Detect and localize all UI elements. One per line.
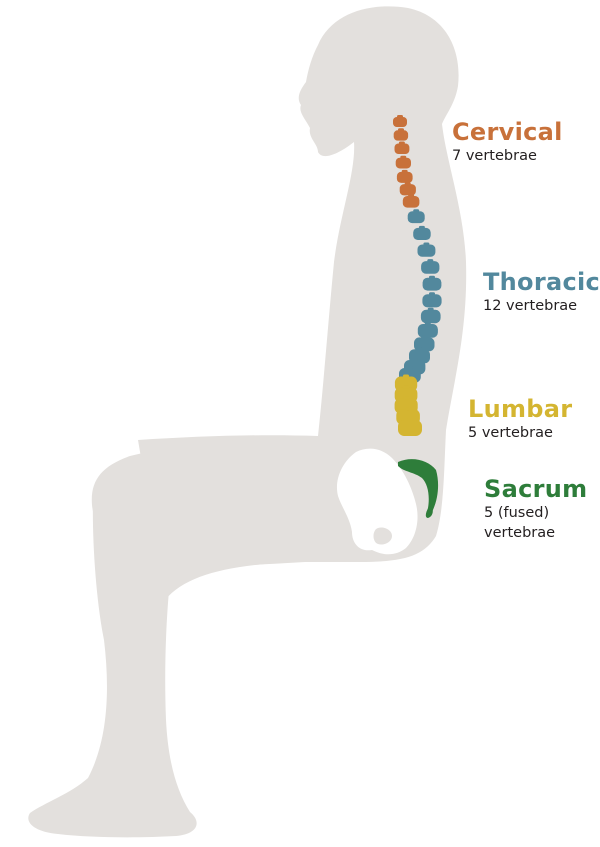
cervical-vertebra-2 (393, 130, 409, 141)
lumbar-count: 5 vertebrae (468, 423, 572, 443)
cervical-vertebra-1 (393, 117, 407, 127)
thoracic-vertebra-11-process (411, 358, 418, 361)
cervical-vertebra-7-process (408, 194, 415, 197)
cervical-vertebra-6-process (404, 182, 411, 186)
thoracic-vertebra-5-process (429, 275, 435, 279)
thoracic-vertebra-4 (421, 261, 440, 274)
cervical-vertebra-5 (396, 171, 413, 183)
thoracic-vertebra-7 (420, 309, 441, 324)
lumbar-label: Lumbar 5 vertebrae (468, 395, 572, 443)
thoracic-count-line: 12 vertebrae (483, 298, 578, 314)
lumbar-name: Lumbar (468, 395, 573, 423)
cervical-vertebra-7 (402, 196, 420, 208)
lumbar-vertebra-1-process (403, 374, 409, 378)
cervical-vertebra-3 (394, 143, 410, 154)
lumbar-vertebra-3-process (403, 396, 410, 400)
cervical-name: Cervical (452, 118, 563, 146)
lumbar-count-line: 5 vertebrae (468, 425, 553, 441)
thoracic-vertebra-6 (422, 294, 442, 308)
cervical-vertebra-2-process (398, 128, 404, 132)
lumbar-vertebra-5-process (407, 418, 413, 421)
thoracic-vertebra-1-process (413, 209, 420, 213)
vertebral-column (393, 115, 442, 436)
cervical-vertebra-4 (395, 157, 411, 169)
pelvis-opening (373, 527, 392, 545)
thoracic-vertebra-12-process (406, 366, 413, 369)
lumbar-vertebra-2-process (403, 385, 409, 389)
body-silhouette (28, 6, 467, 838)
sacrum-name: Sacrum (484, 475, 588, 503)
lumbar-vertebra-5 (398, 420, 422, 436)
sacrum-count: 5 (fused) vertebrae (484, 503, 587, 543)
thoracic-vertebra-7-process (427, 307, 434, 311)
cervical-vertebra-5-process (401, 169, 408, 173)
thoracic-name: Thoracic (483, 268, 600, 296)
leg-silhouette (28, 498, 197, 838)
thoracic-vertebra-1 (407, 211, 425, 224)
thoracic-vertebra-9-process (421, 335, 428, 339)
cervical-vertebra-3-process (398, 141, 405, 145)
cervical-label: Cervical 7 vertebrae (452, 118, 563, 166)
thoracic-vertebra-6-process (429, 292, 435, 296)
cervical-vertebra-6 (399, 184, 416, 196)
thoracic-vertebra-3-process (423, 242, 430, 246)
coccyx (425, 506, 433, 518)
sacrum-count-line-2: vertebrae (484, 525, 556, 541)
lumbar-vertebra-4-process (405, 407, 412, 411)
sacrum (398, 459, 439, 515)
cervical-vertebra-4-process (400, 155, 407, 159)
pelvis (336, 448, 418, 555)
thoracic-vertebra-10-process (416, 347, 423, 351)
cervical-vertebra-1-process (397, 115, 403, 118)
thoracic-vertebra-5 (422, 277, 442, 291)
thoracic-count: 12 vertebrae (483, 296, 600, 316)
cervical-count: 7 vertebrae (452, 146, 563, 166)
thoracic-vertebra-8-process (424, 322, 431, 325)
cervical-count-line: 7 vertebrae (452, 148, 537, 164)
thoracic-vertebra-3 (417, 244, 436, 257)
thigh-silhouette (91, 436, 340, 567)
thoracic-vertebra-2 (413, 227, 431, 240)
sacrum-label: Sacrum 5 (fused) vertebrae (484, 475, 587, 543)
thoracic-vertebra-8 (417, 324, 438, 338)
sacrum-count-line-1: 5 (fused) (484, 505, 550, 521)
thoracic-vertebra-4-process (427, 259, 434, 263)
thoracic-label: Thoracic 12 vertebrae (483, 268, 600, 316)
thoracic-vertebra-2-process (418, 225, 425, 229)
